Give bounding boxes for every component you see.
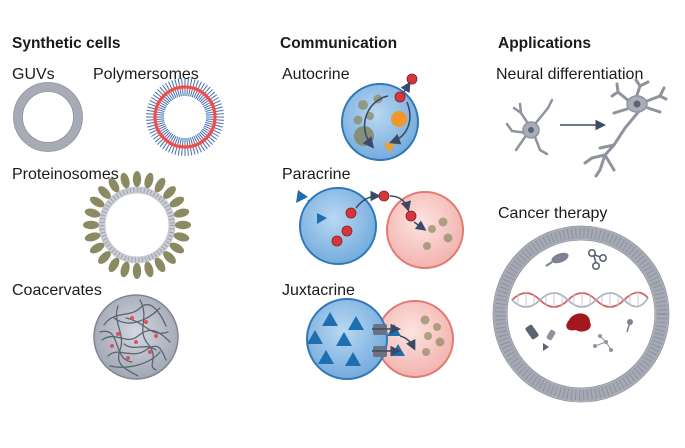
guvs-label: GUVs	[12, 66, 55, 83]
coacervate-droplet	[93, 294, 179, 380]
proteinosomes-label: Proteinosomes	[12, 166, 119, 183]
proteinosome-vesicle	[83, 171, 191, 279]
autocrine-label: Autocrine	[282, 66, 350, 83]
cancer-therapy-label: Cancer therapy	[498, 205, 608, 222]
juxtacrine-cells	[306, 298, 454, 380]
paracrine-cells	[296, 187, 464, 269]
communication-heading: Communication	[280, 35, 398, 52]
undifferentiated-cell	[505, 98, 554, 156]
juxtacrine-label: Juxtacrine	[282, 282, 355, 299]
neural-differentiation-label: Neural differentiation	[496, 66, 644, 83]
synthetic-cells-heading: Synthetic cells	[12, 35, 121, 52]
guv-vesicle	[13, 82, 83, 152]
paracrine-label: Paracrine	[282, 166, 351, 183]
autocrine-cell	[341, 73, 419, 161]
polymersomes-label: Polymersomes	[93, 66, 199, 83]
neuron-cell	[583, 78, 668, 178]
applications-heading: Applications	[498, 35, 592, 52]
coacervates-label: Coacervates	[12, 282, 102, 299]
polymersome-vesicle	[146, 78, 224, 156]
cancer-therapy-vesicle	[492, 225, 670, 403]
